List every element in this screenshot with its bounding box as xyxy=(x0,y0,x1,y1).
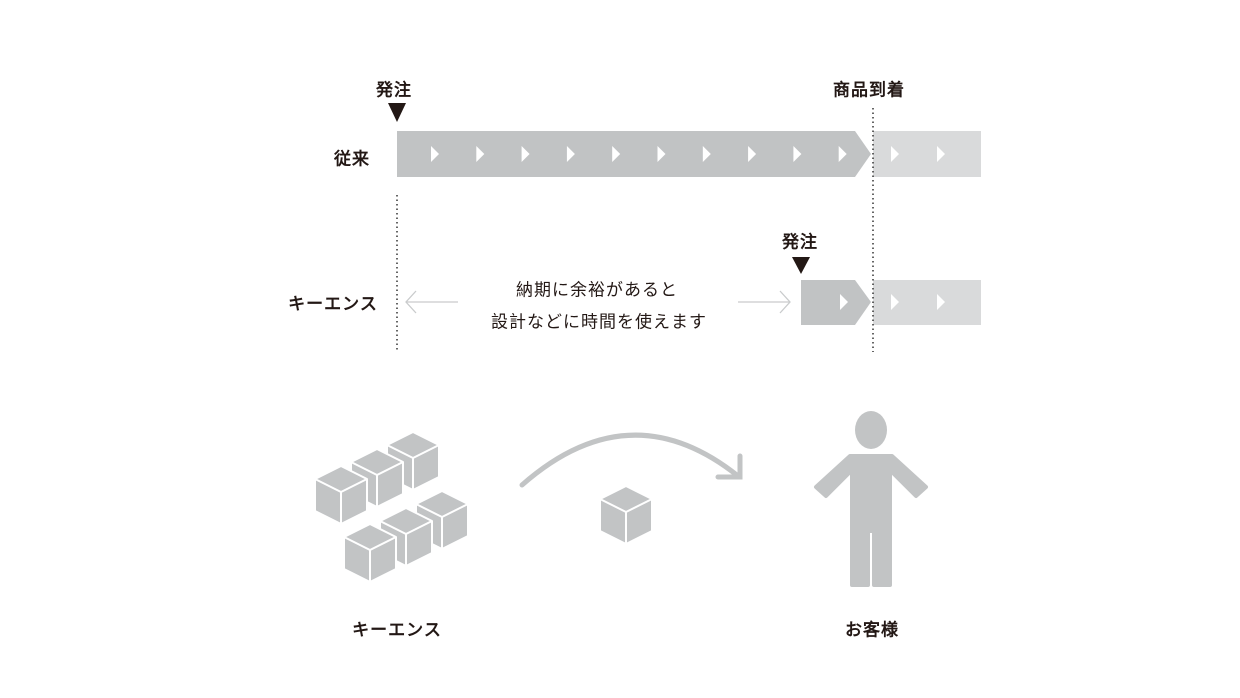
order-marker-keyence-icon xyxy=(792,257,810,274)
flow-to-label: お客様 xyxy=(845,620,899,641)
conventional-after-arrival-bar xyxy=(873,131,981,177)
keyence-after-arrival-bar xyxy=(873,280,981,325)
row-label-keyence: キーエンス xyxy=(288,294,378,315)
right-arrow-icon xyxy=(738,290,791,314)
message-line-2: 設計などに時間を使えます xyxy=(491,312,707,333)
box-icon xyxy=(314,465,368,525)
conventional-lead-time-bar xyxy=(397,131,871,177)
chevron-icon xyxy=(937,146,945,162)
order-marker-top-icon xyxy=(388,103,406,122)
chevron-icon xyxy=(891,294,899,310)
box-icon xyxy=(599,485,653,545)
timeline-bars xyxy=(397,131,981,325)
chevron-icon xyxy=(937,294,945,310)
chevron-icon xyxy=(612,146,621,162)
message-line-1: 納期に余裕があると xyxy=(516,280,678,301)
arrival-label: 商品到着 xyxy=(833,80,905,101)
order-label-keyence: 発注 xyxy=(782,232,818,253)
chevron-icon xyxy=(793,146,802,162)
order-label-top: 発注 xyxy=(376,80,412,101)
chevron-icon xyxy=(838,146,847,162)
keyence-lead-time-bar xyxy=(801,280,871,325)
flow-from-label: キーエンス xyxy=(352,620,442,641)
chevron-icon xyxy=(431,146,439,162)
chevron-icon xyxy=(476,146,485,162)
chevron-icon xyxy=(840,294,848,310)
chevron-icon xyxy=(891,146,899,162)
chevron-icon xyxy=(748,146,757,162)
inventory-boxes xyxy=(314,431,653,583)
box-icon xyxy=(343,523,397,583)
row-label-conventional: 従来 xyxy=(334,149,370,170)
delivery-arc-arrow-icon xyxy=(519,432,743,488)
chevron-icon xyxy=(702,146,711,162)
customer-person-icon xyxy=(814,411,928,587)
chevron-icon xyxy=(566,146,575,162)
chevron-icon xyxy=(521,146,530,162)
chevron-icon xyxy=(657,146,666,162)
left-arrow-icon xyxy=(405,290,458,314)
